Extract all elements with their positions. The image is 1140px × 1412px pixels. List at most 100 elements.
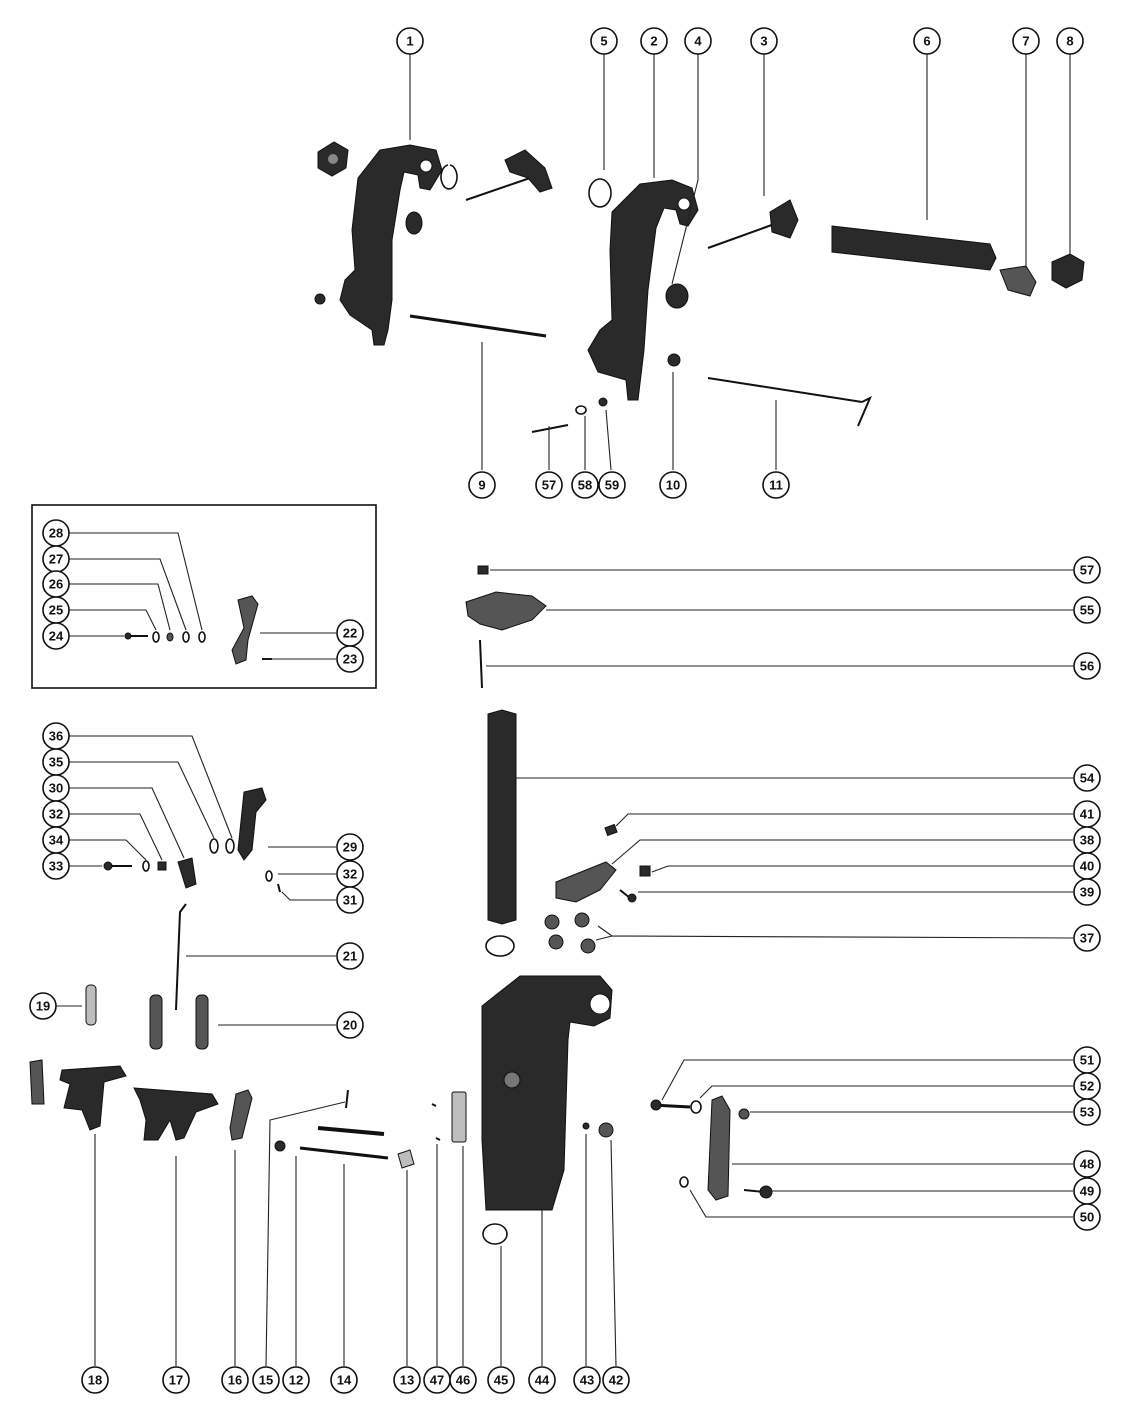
callout-40: 40 xyxy=(1073,852,1101,880)
callout-30: 30 xyxy=(42,774,70,802)
leader-lines xyxy=(56,54,1074,1367)
callout-label: 28 xyxy=(49,526,63,541)
right-parts xyxy=(650,1095,773,1201)
callout-26: 26 xyxy=(42,570,70,598)
callout-13: 13 xyxy=(393,1366,421,1394)
callout-label: 32 xyxy=(343,867,357,882)
callout-20: 20 xyxy=(336,1011,364,1039)
center-parts xyxy=(465,565,651,957)
callout-label: 47 xyxy=(430,1373,444,1388)
callout-label: 22 xyxy=(343,626,357,641)
callout-label: 17 xyxy=(169,1373,183,1388)
callout-59: 58 xyxy=(571,471,599,499)
callout-43: 43 xyxy=(573,1366,601,1394)
callout-55: 55 xyxy=(1073,596,1101,624)
callout-label: 56 xyxy=(1080,659,1094,674)
callout-label: 29 xyxy=(343,840,357,855)
callout-52: 52 xyxy=(1073,1072,1101,1100)
callout-label: 8 xyxy=(1066,34,1073,49)
callout-49: 49 xyxy=(1073,1177,1101,1205)
callout-18: 18 xyxy=(81,1366,109,1394)
callout-1: 1 xyxy=(396,27,424,55)
callout-12: 12 xyxy=(282,1366,310,1394)
callout-label: 36 xyxy=(49,729,63,744)
callout-label: 15 xyxy=(259,1373,273,1388)
callout-label: 54 xyxy=(1080,771,1095,786)
callout-label: 25 xyxy=(49,603,63,618)
callout-label: 26 xyxy=(49,577,63,592)
callout-2: 2 xyxy=(640,27,668,55)
callout-9: 9 xyxy=(468,471,496,499)
callout-27: 27 xyxy=(42,545,70,573)
callout-label: 1 xyxy=(406,34,413,49)
callout-50: 50 xyxy=(1073,1203,1101,1231)
callout-28: 28 xyxy=(42,519,70,547)
callout-label: 48 xyxy=(1080,1157,1094,1172)
callout-32-right: 32 xyxy=(336,860,364,888)
callout-label: 31 xyxy=(343,893,357,908)
callout-7: 7 xyxy=(1012,27,1040,55)
callout-label: 37 xyxy=(1080,931,1094,946)
callout-36: 36 xyxy=(42,722,70,750)
callout-42: 42 xyxy=(602,1366,630,1394)
callout-label: 11 xyxy=(769,478,783,493)
callout-label: 33 xyxy=(49,859,63,874)
callout-6: 6 xyxy=(913,27,941,55)
callout-label: 3 xyxy=(760,34,767,49)
callout-label: 49 xyxy=(1080,1184,1094,1199)
callout-45: 45 xyxy=(487,1366,515,1394)
lower-left-parts xyxy=(29,1059,467,1169)
callout-label: 7 xyxy=(1022,34,1029,49)
callout-48: 48 xyxy=(1073,1150,1101,1178)
callout-32-left: 32 xyxy=(42,800,70,828)
callout-label: 41 xyxy=(1080,807,1094,822)
callout-46: 46 xyxy=(449,1366,477,1394)
inset-parts xyxy=(124,595,272,665)
callout-41: 41 xyxy=(1073,800,1101,828)
callout-3: 3 xyxy=(750,27,778,55)
callout-44: 44 xyxy=(528,1366,556,1394)
callout-15: 15 xyxy=(252,1366,280,1394)
spring-parts xyxy=(85,903,209,1050)
callout-25: 25 xyxy=(42,596,70,624)
callout-label: 39 xyxy=(1080,885,1094,900)
callout-58: 57 xyxy=(535,471,563,499)
callout-label: 55 xyxy=(1080,603,1094,618)
clamp-bracket-left xyxy=(314,141,553,346)
callout-24: 24 xyxy=(42,622,70,650)
callout-label: 52 xyxy=(1080,1079,1094,1094)
swivel-bracket xyxy=(481,975,614,1245)
callout-5: 5 xyxy=(590,27,618,55)
callout-56: 56 xyxy=(1073,652,1101,680)
callout-label: 12 xyxy=(289,1373,303,1388)
callout-label: 35 xyxy=(49,755,63,770)
callout-35: 35 xyxy=(42,748,70,776)
callout-label: 5 xyxy=(600,34,607,49)
callout-label: 40 xyxy=(1080,859,1094,874)
inset-box xyxy=(31,504,377,689)
callout-label: 58 xyxy=(578,478,592,493)
callout-label: 4 xyxy=(694,34,702,49)
callout-label: 51 xyxy=(1080,1053,1094,1068)
callout-21: 21 xyxy=(336,942,364,970)
callout-label: 59 xyxy=(605,478,619,493)
callout-label: 30 xyxy=(49,781,63,796)
callout-label: 42 xyxy=(609,1373,623,1388)
callout-34: 34 xyxy=(42,826,70,854)
callout-57: 57 xyxy=(1073,556,1101,584)
callout-label: 20 xyxy=(343,1018,357,1033)
callout-label: 14 xyxy=(337,1373,352,1388)
callout-label: 16 xyxy=(228,1373,242,1388)
callout-17: 17 xyxy=(162,1366,190,1394)
parts-layer xyxy=(29,141,1085,1245)
callout-8: 8 xyxy=(1056,27,1084,55)
callout-31: 31 xyxy=(336,886,364,914)
callouts: 1 5 2 4 3 6 7 8 9 57 58 59 10 11 28 27 2… xyxy=(29,27,1101,1394)
callout-14: 14 xyxy=(330,1366,358,1394)
callout-29: 29 xyxy=(336,833,364,861)
callout-label: 9 xyxy=(478,478,485,493)
callout-label: 44 xyxy=(535,1373,550,1388)
callout-label: 2 xyxy=(650,34,657,49)
callout-47: 47 xyxy=(423,1366,451,1394)
